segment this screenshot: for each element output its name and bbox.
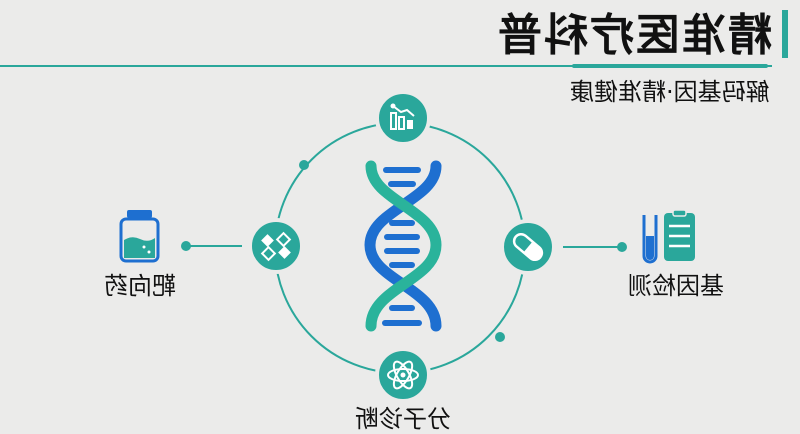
- left-connector-dot: [181, 241, 191, 251]
- medicine-bottle-icon: [119, 210, 160, 263]
- atom-icon[interactable]: [375, 347, 431, 403]
- label-gene-testing: 基因检测: [628, 272, 724, 300]
- title-divider-highlight: [572, 64, 768, 68]
- molecule-icon[interactable]: [248, 218, 304, 274]
- ring-dot: [495, 332, 505, 342]
- ring-dot: [299, 160, 309, 170]
- capsule-pill-icon[interactable]: [500, 219, 556, 275]
- test-tube-clipboard-icon: [642, 209, 695, 264]
- label-molecular-diagnosis: 分子诊断: [355, 405, 451, 433]
- precision-medicine-diagram: [119, 90, 695, 403]
- title-accent-bar: [782, 10, 788, 58]
- title-divider: [0, 65, 772, 67]
- bar-chart-trend-icon[interactable]: [375, 90, 431, 146]
- label-targeted-drug: 靶向药: [104, 272, 176, 300]
- right-connector-dot: [617, 242, 627, 252]
- dna-helix-icon: [364, 160, 442, 332]
